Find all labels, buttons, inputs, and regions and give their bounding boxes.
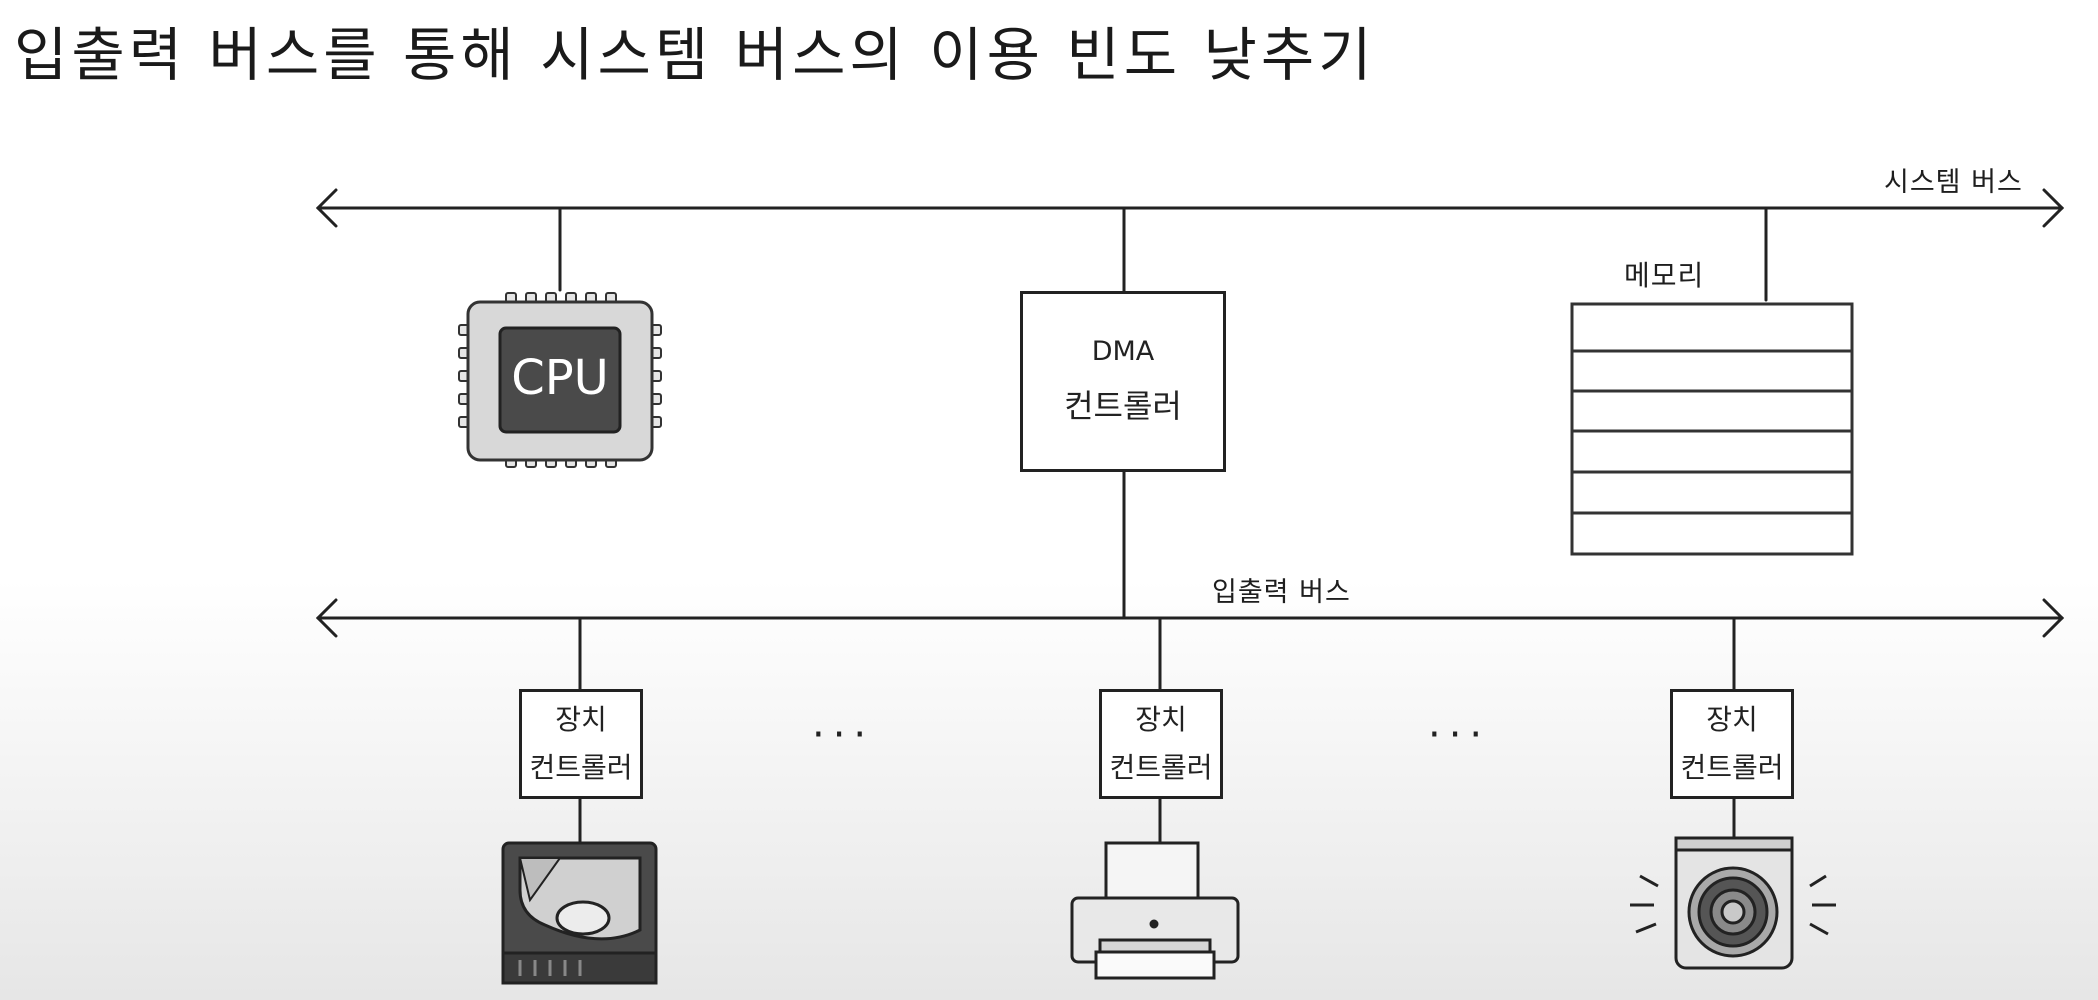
system-bus-label: 시스템 버스: [1884, 167, 2023, 198]
printer-icon: [1070, 841, 1240, 980]
page-title: 입출력 버스를 통해 시스템 버스의 이용 빈도 낮추기: [14, 21, 1376, 89]
hard-disk-icon: [501, 841, 658, 985]
device-controller-box-1: 장치 컨트롤러: [519, 689, 643, 799]
dma-controller-box: DMA 컨트롤러: [1020, 291, 1226, 472]
device-label: 장치: [555, 703, 607, 736]
device-label: 장치: [1135, 703, 1187, 736]
dma-controller-label: 컨트롤러: [1064, 387, 1182, 425]
cpu-label: CPU: [511, 350, 609, 406]
speaker-icon: [1630, 836, 1836, 970]
device-controller-box-3: 장치 컨트롤러: [1670, 689, 1794, 799]
ellipsis-1: ···: [812, 712, 875, 758]
io-bus-line: [315, 598, 2065, 638]
device-label: 장치: [1706, 703, 1758, 736]
controller-label: 컨트롤러: [1109, 751, 1213, 784]
device-controller-box-2: 장치 컨트롤러: [1099, 689, 1223, 799]
ellipsis-2: ···: [1428, 712, 1491, 758]
controller-label: 컨트롤러: [529, 751, 633, 784]
memory-stack: [1570, 302, 1854, 556]
controller-label: 컨트롤러: [1680, 751, 1784, 784]
io-bus-label: 입출력 버스: [1212, 577, 1351, 608]
system-bus-line: [315, 188, 2065, 228]
memory-label: 메모리: [1624, 259, 1705, 292]
dma-label: DMA: [1091, 336, 1155, 367]
cpu-chip-icon: [458, 292, 662, 468]
